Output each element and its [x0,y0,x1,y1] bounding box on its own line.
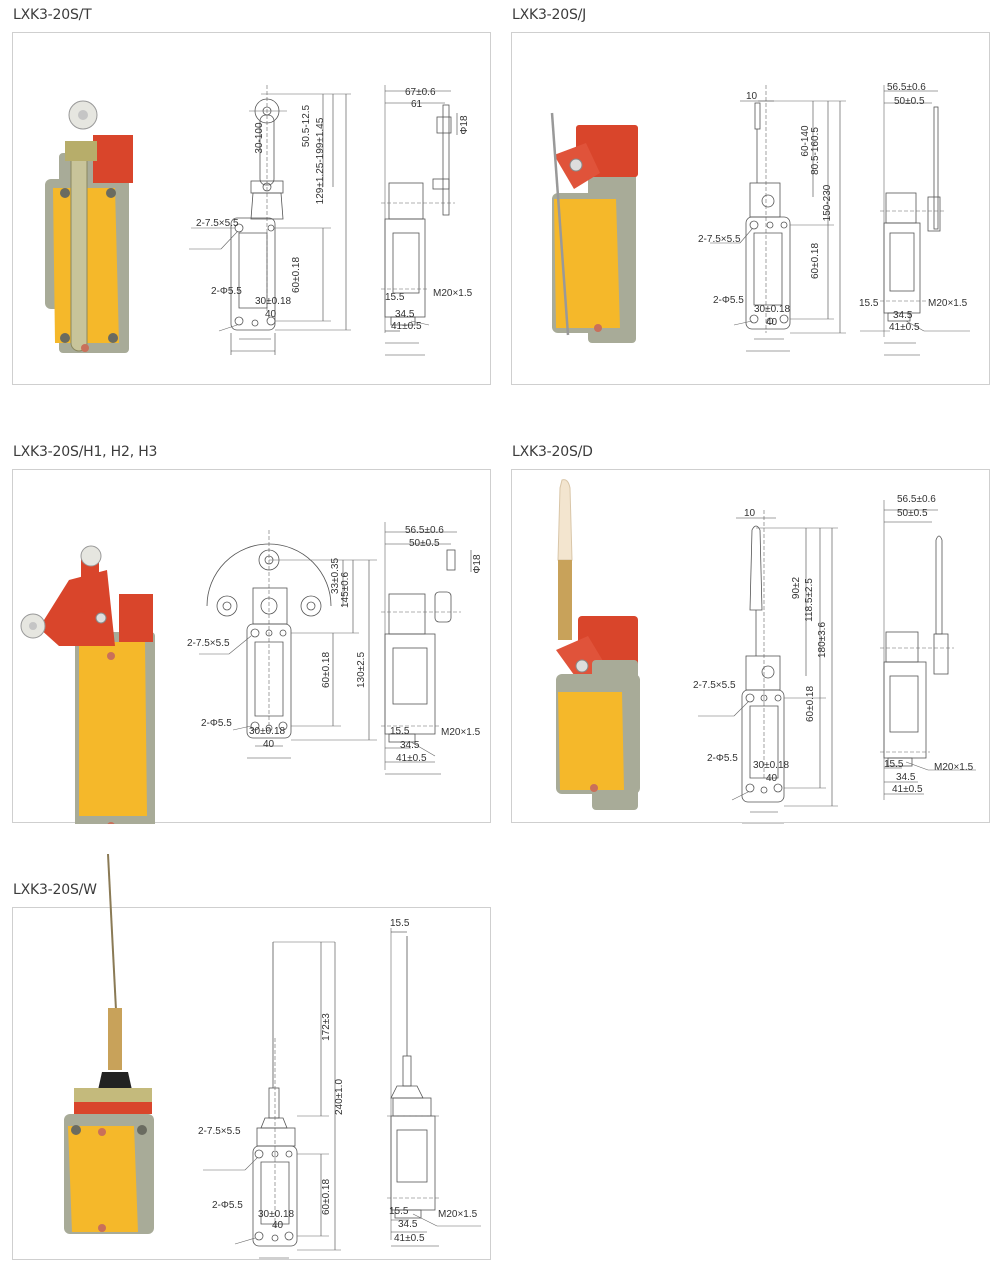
dim-conduit-d: 15.5 [884,759,904,770]
dim-rod-d: 90±2 [791,576,802,599]
label-hole-t: 2-Φ5.5 [211,286,242,297]
dim-total-d: 180±3.6 [817,622,828,659]
dim-rod-reach-j: 80.5-160.5 [810,127,821,175]
dim-base-inner-h: 34.5 [400,740,420,751]
panel-title-t: LXK3-20S/T [13,7,92,23]
dim-base-outer-d: 41±0.5 [892,784,923,795]
label-slot-d: 2-7.5×5.5 [693,680,736,691]
label-thread-t: M20×1.5 [433,288,473,299]
front-view-t [189,85,351,355]
dim-base-outer-j: 41±0.5 [889,322,920,333]
dim-head-h: 145±0.6 [340,572,351,609]
side-view-h [381,522,472,775]
dim-rod-reach-d: 118.5±2.5 [804,578,815,622]
side-view-j [860,85,970,356]
product-photo-t [45,100,133,353]
dim-roller-arm-h: 33±0.35 [330,558,341,595]
dim-conduit-t: 15.5 [385,292,405,303]
side-view-d [880,500,976,800]
dim-depth-d: 50±0.5 [897,508,928,519]
drawing-j: 10 60-140 80.5-160.5 150-230 60±0.18 2-7… [550,82,970,356]
dim-roller-offset-t: 50.5-12.5 [301,104,312,147]
dim-center-j: 60±0.18 [810,243,821,280]
product-photo-w [64,853,154,1234]
label-thread-h: M20×1.5 [441,727,481,738]
dim-rod-j: 60-140 [800,125,811,157]
panel-title-j: LXK3-20S/J [512,7,587,23]
product-photo-d [556,479,640,810]
dim-total-j: 150-230 [822,184,833,221]
dim-pitch-t: 30±0.18 [255,296,292,307]
dim-roller-dia-h: Φ18 [472,554,483,574]
drawing-h: 33±0.35 145±0.6 130±2.5 60±0.18 2-7.5×5.… [20,522,483,824]
panel-title-d: LXK3-20S/D [512,444,593,460]
drawing-w [387,928,481,1247]
dim-pitch-j: 30±0.18 [754,304,791,315]
label-thread-d: M20×1.5 [934,762,974,773]
panel-lxk3-20s-h: 33±0.35 145±0.6 130±2.5 60±0.18 2-7.5×5.… [12,469,491,824]
dim-center-h: 60±0.18 [321,652,332,689]
side-view-w [387,928,481,1247]
side-view-t [381,85,458,356]
label-hole-h: 2-Φ5.5 [201,718,232,729]
dim-base-outer-h: 41±0.5 [396,753,427,764]
panel-title-w: LXK3-20S/W [13,882,97,898]
front-view-h [199,530,377,759]
dim-depth-h: 50±0.5 [409,538,440,549]
dim-center-d: 60±0.18 [805,686,816,723]
dim-width-t: 40 [265,309,277,320]
dim-base-inner-t: 34.5 [395,309,415,320]
dim-base-outer-t: 41±0.5 [391,321,422,332]
front-view-d [698,510,838,824]
label-hole-d: 2-Φ5.5 [707,753,738,764]
label-hole-j: 2-Φ5.5 [713,295,744,306]
dim-total-h: 130±2.5 [356,652,367,689]
dim-overall-depth-d: 56.5±0.6 [897,494,936,505]
dim-roller-dia-t: Φ18 [459,115,470,135]
drawing-t: 30-100 50.5-12.5 129±1.25-199±1.45 60±0.… [45,85,473,356]
panel-lxk3-20s-t: 30-100 50.5-12.5 129±1.25-199±1.45 60±0.… [12,32,491,385]
dim-overall-depth-j: 56.5±0.6 [887,82,926,93]
panel-title-h: LXK3-20S/H1, H2, H3 [13,444,158,460]
panel-lxk3-20s-j: 10 60-140 80.5-160.5 150-230 60±0.18 2-7… [511,32,990,385]
dim-conduit-h: 15.5 [390,726,410,737]
product-photo-j [550,112,638,343]
label-slot-t: 2-7.5×5.5 [196,218,239,229]
dim-rod-offset-d: 10 [744,508,756,519]
label-slot-j: 2-7.5×5.5 [698,234,741,245]
front-view-j [710,85,846,352]
dim-rod-offset-j: 10 [746,91,758,102]
dim-width-j: 40 [766,317,778,328]
dim-pitch-h: 30±0.18 [249,726,286,737]
dim-overall-depth-h: 56.5±0.6 [405,525,444,536]
panel-lxk3-20s-d: 10 90±2 118.5±2.5 180±3.6 60±0.18 2-7.5×… [511,469,990,824]
dim-depth-t: 61 [411,99,423,110]
dim-depth-j: 50±0.5 [894,96,925,107]
dim-overall-depth-t: 67±0.6 [405,87,436,98]
dim-base-inner-d: 34.5 [896,772,916,783]
dim-base-inner-j: 34.5 [893,310,913,321]
dim-pitch-d: 30±0.18 [753,760,790,771]
dim-conduit-j: 15.5 [859,298,879,309]
label-thread-j: M20×1.5 [928,298,968,309]
product-photo-h [20,545,155,824]
dim-total-t: 129±1.25-199±1.45 [315,117,326,204]
dim-lever-t: 30-100 [254,122,265,154]
dim-width-h: 40 [263,739,275,750]
dim-center-t: 60±0.18 [291,257,302,294]
label-slot-h: 2-7.5×5.5 [187,638,230,649]
drawing-d: 10 90±2 118.5±2.5 180±3.6 60±0.18 2-7.5×… [556,479,976,824]
dim-width-d: 40 [766,773,778,784]
